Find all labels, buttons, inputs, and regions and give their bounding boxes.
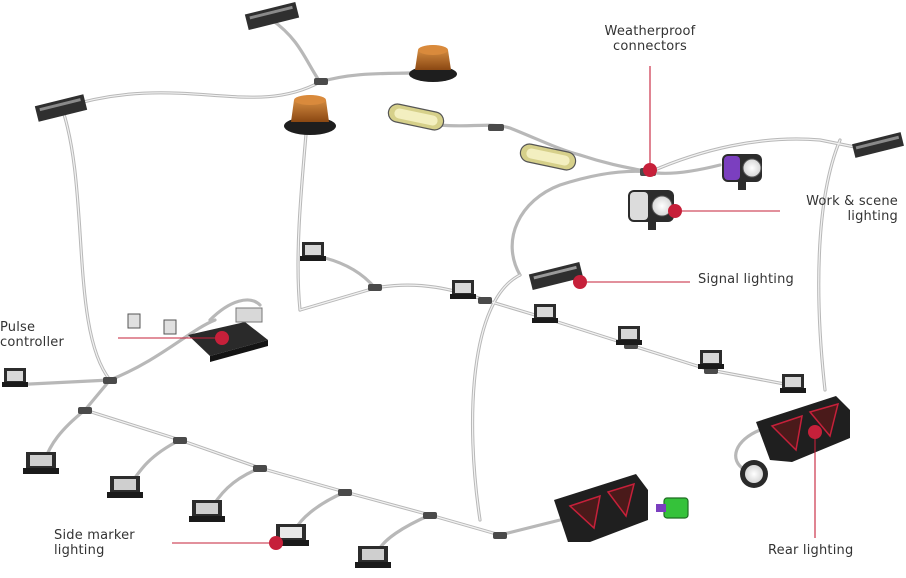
marker-light-icon: [698, 350, 724, 369]
label-signal-lighting: Signal lighting: [698, 272, 794, 287]
side-marker-lights-lower: [23, 452, 391, 568]
signal-bar-top: [244, 1, 300, 31]
weatherproof-connector-icon: [488, 124, 504, 131]
marker-light-icon: [189, 500, 225, 522]
label-rear-lighting: Rear lighting: [768, 543, 854, 558]
weatherproof-connector-icon: [78, 407, 92, 414]
weatherproof-connector-icon: [423, 512, 437, 519]
callout-leaders: [118, 66, 822, 550]
callout-dot-signal[interactable]: [573, 275, 587, 289]
marker-light-icon: [450, 280, 476, 299]
marker-light-icon: [23, 452, 59, 474]
marker-light-icon: [780, 374, 806, 393]
signal-bar-right: [852, 132, 904, 158]
callout-dot-weatherproof[interactable]: [643, 163, 657, 177]
rear-lamp-right: [740, 396, 850, 488]
beacon-top: [409, 45, 457, 82]
weatherproof-connector-icon: [314, 78, 328, 85]
signal-bar-left: [34, 94, 88, 122]
pulse-controller: [127, 307, 268, 362]
wiring-harness: [8, 18, 862, 550]
weatherproof-connector-icon: [253, 465, 267, 472]
marker-light-icon: [616, 326, 642, 345]
marker-light-icon: [273, 524, 309, 546]
oval-light-1: [387, 103, 445, 131]
marker-light-icon: [532, 304, 558, 323]
work-light-white: [628, 190, 674, 230]
weatherproof-connector-icon: [103, 377, 117, 384]
label-work-scene-lighting: Work & scene lighting: [806, 194, 898, 224]
marker-light-icon: [2, 368, 28, 387]
callout-dot-rear[interactable]: [808, 425, 822, 439]
marker-light-icon: [107, 476, 143, 498]
label-side-marker-lighting: Side marker lighting: [54, 528, 135, 558]
label-weatherproof-connectors: Weatherproof connectors: [604, 24, 696, 54]
weatherproof-connector-icon: [368, 284, 382, 291]
signal-bar-icon: [852, 132, 904, 158]
work-light-purple: [722, 154, 762, 190]
weatherproof-connector-icon: [493, 532, 507, 539]
label-pulse-controller: Pulse controller: [0, 320, 65, 350]
weatherproof-connector-icon: [338, 489, 352, 496]
beacon-middle: [284, 95, 336, 135]
weatherproof-connector-icon: [478, 297, 492, 304]
callout-dot-pulse[interactable]: [215, 331, 229, 345]
signal-bar-center: [528, 261, 584, 291]
callout-dot-side[interactable]: [269, 536, 283, 550]
oval-light-2: [519, 143, 577, 171]
weatherproof-connectors: [78, 78, 718, 539]
weatherproof-connector-icon: [173, 437, 187, 444]
rear-lamp-left: [554, 474, 689, 542]
marker-light-icon: [355, 546, 391, 568]
marker-light-icon: [300, 242, 326, 261]
callout-dot-work[interactable]: [668, 204, 682, 218]
marker-lights-upper: [2, 242, 806, 393]
